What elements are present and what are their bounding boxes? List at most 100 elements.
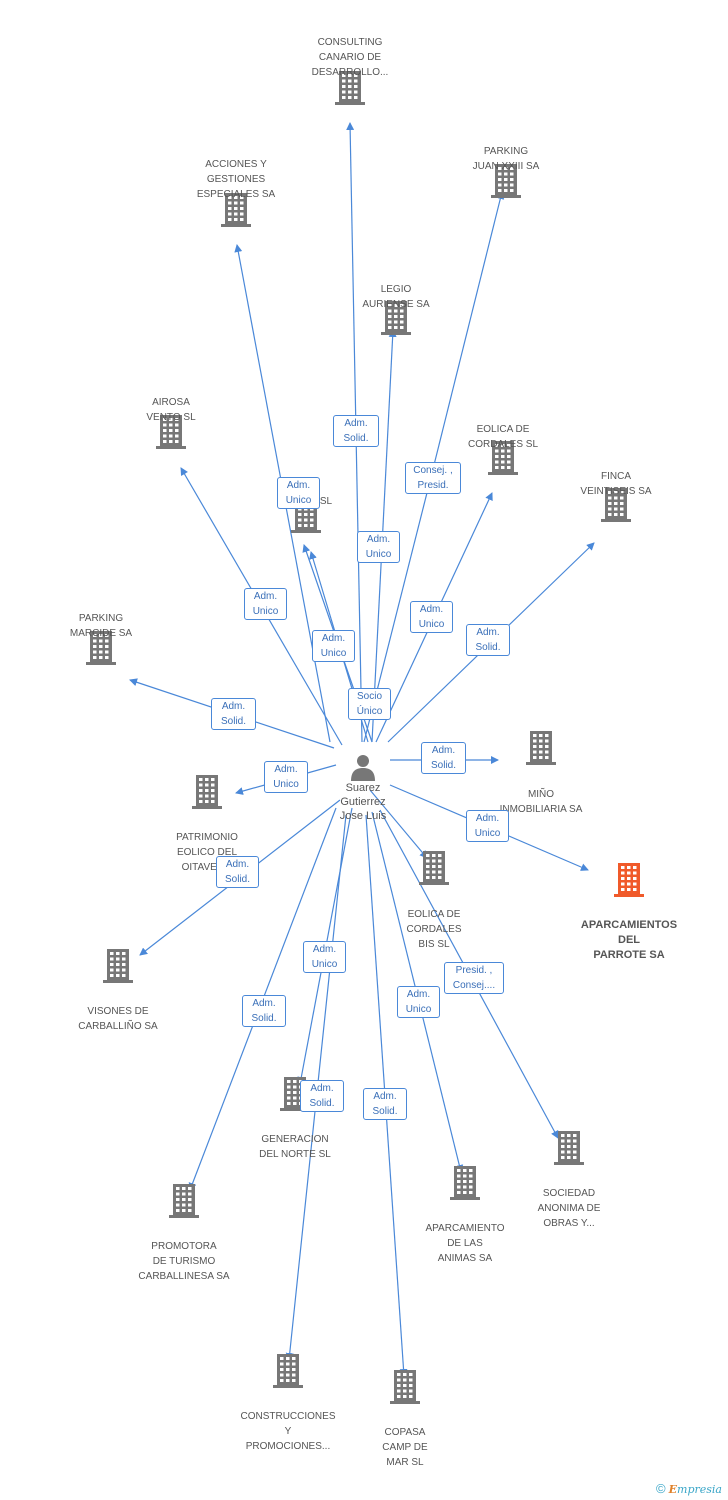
node-label-line: APARCAMIENTO — [425, 1223, 505, 1234]
building-icon — [491, 164, 521, 198]
node-construcciones[interactable] — [223, 1354, 353, 1388]
relation-line: Unico — [285, 495, 312, 506]
node-label-line: FINCA — [601, 471, 631, 482]
node-eolica-bis[interactable] — [369, 851, 499, 885]
node-promotora[interactable] — [119, 1184, 249, 1218]
relation-line: Adm. — [286, 480, 311, 491]
person-icon — [351, 755, 375, 781]
node-sociedad[interactable] — [504, 1131, 634, 1165]
node-label-line: PARROTE SA — [593, 949, 665, 961]
relation-badge[interactable]: Adm.Solid. — [242, 995, 286, 1027]
node-aparcamiento-animas[interactable] — [400, 1166, 530, 1200]
center-line-3: Jose Luis — [339, 810, 387, 822]
relation-badge[interactable]: Adm.Unico — [312, 630, 355, 662]
node-label-line: BIS SL — [418, 939, 450, 950]
relation-badge[interactable]: Adm.Unico — [244, 588, 287, 620]
edge-line — [431, 191, 505, 474]
relation-badge[interactable]: Adm.Solid. — [211, 698, 256, 730]
relation-badge[interactable]: Adm.Unico — [303, 941, 346, 973]
relation-badge[interactable]: Adm.Unico — [410, 601, 453, 633]
relation-badge[interactable]: Adm.Solid. — [466, 624, 510, 656]
relation-line: Solid. — [220, 716, 246, 727]
node-patrimonio[interactable] — [142, 775, 272, 809]
building-icon — [273, 1354, 303, 1388]
empresia-credit[interactable]: © Empresia — [656, 1481, 722, 1496]
node-label-line: GENERACION — [261, 1134, 329, 1145]
relation-badge[interactable]: Adm.Solid. — [300, 1080, 344, 1112]
relation-badge[interactable]: Adm.Unico — [357, 531, 400, 563]
relation-line: Unico — [365, 549, 392, 560]
node-parking-juan[interactable] — [441, 164, 571, 198]
relation-line: Adm. — [310, 1083, 334, 1094]
node-finca[interactable] — [551, 488, 681, 522]
node-label-line: PATRIMONIO — [176, 832, 238, 843]
node-acciones[interactable] — [171, 193, 301, 227]
node-label-line: CAMP DE — [382, 1442, 428, 1453]
relation-line: Unico — [405, 1004, 432, 1015]
node-consulting[interactable] — [285, 71, 415, 105]
node-label-line: JUAN XXIII SA — [472, 161, 540, 172]
node-label-line: MARCIDE SA — [69, 628, 133, 639]
relation-line: Adm. — [431, 745, 456, 756]
building-icon — [156, 415, 186, 449]
relation-badge[interactable]: Adm.Unico — [264, 761, 308, 793]
node-copasa[interactable] — [340, 1370, 470, 1404]
relation-line: Solid. — [372, 1106, 398, 1117]
relation-line: Adm. — [312, 944, 337, 955]
center-person[interactable]: Suarez Gutierrez Jose Luis — [313, 753, 413, 823]
relation-badge[interactable]: Adm.Unico — [466, 810, 509, 842]
relation-line: Adm. — [373, 1091, 397, 1102]
node-aparcamientos-parrote[interactable] — [564, 863, 694, 897]
node-label-line: EOLICO DEL — [176, 847, 238, 858]
node-visones[interactable] — [53, 949, 183, 983]
building-icon — [169, 1184, 199, 1218]
node-label-text: PARKING MARCIDE SA — [36, 611, 166, 641]
building-icon — [192, 775, 222, 809]
relation-line: Adm. — [344, 418, 368, 429]
relation-badge[interactable]: Adm. Unico — [277, 477, 320, 509]
node-label-line: PARKING — [78, 613, 124, 624]
node-label-parking-marcide[interactable]: PARKING MARCIDE SA — [36, 611, 166, 641]
node-label-line: OBRAS Y... — [543, 1218, 595, 1229]
node-label-line: INMOBILIARIA SA — [499, 804, 583, 815]
relation-badge[interactable]: Adm.Unico — [397, 986, 440, 1018]
node-label-line: PROMOTORA — [151, 1241, 217, 1252]
node-mino[interactable] — [476, 731, 606, 765]
node-legio[interactable] — [331, 301, 461, 335]
relation-badge[interactable]: Adm.Solid. — [333, 415, 379, 447]
building-icon — [86, 631, 116, 665]
node-label-line: Y — [284, 1426, 292, 1437]
node-eolica-cordales[interactable] — [438, 441, 568, 475]
relation-badge[interactable]: Presid. ,Consej.... — [444, 962, 504, 994]
relation-badge[interactable]: Adm.Solid. — [216, 856, 259, 888]
node-label-line: CONSULTING — [317, 37, 383, 48]
relation-line: Presid. , — [455, 965, 493, 976]
node-airosa[interactable] — [106, 415, 236, 449]
node-parking-marcide[interactable] — [36, 631, 166, 665]
node-label-hidden-sl[interactable]: SL — [261, 494, 391, 509]
relation-badge[interactable]: Consej. ,Presid. — [405, 462, 461, 494]
relation-badge[interactable]: Adm. Solid. — [363, 1088, 407, 1120]
relation-badge[interactable]: Adm.Solid. — [421, 742, 466, 774]
